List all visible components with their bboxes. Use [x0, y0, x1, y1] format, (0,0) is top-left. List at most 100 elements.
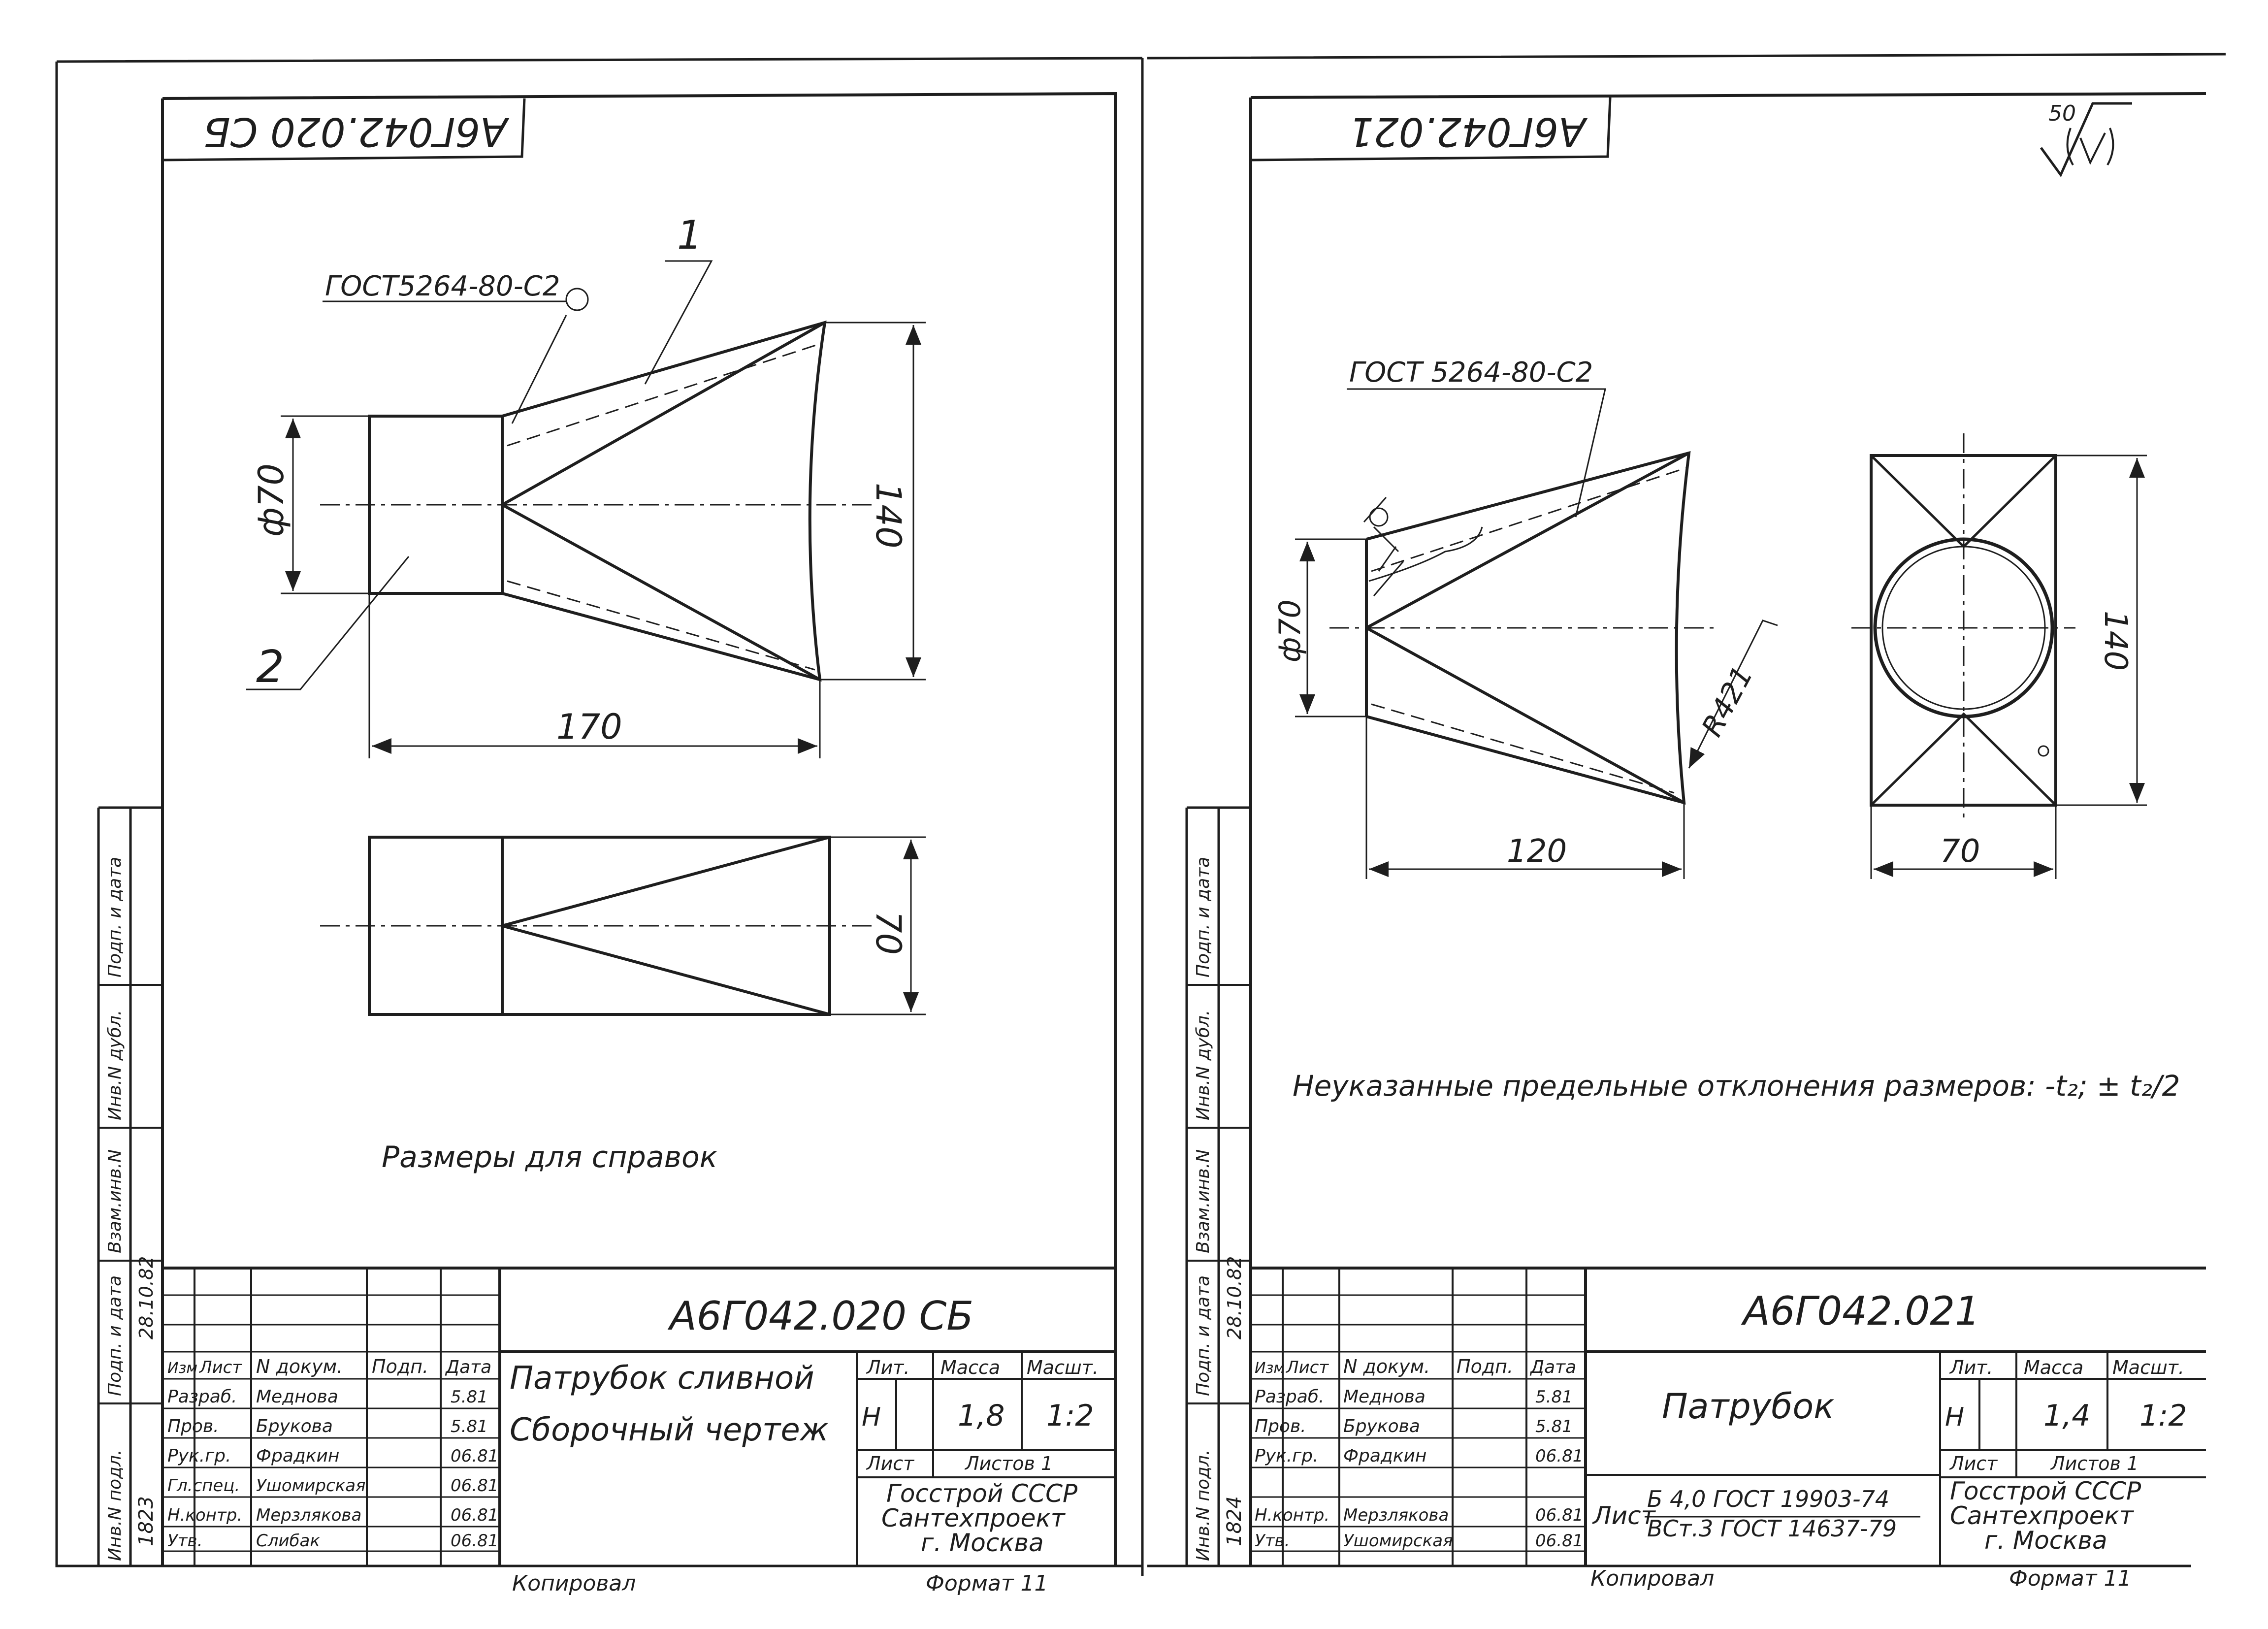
right-code-stamp: [1250, 97, 1612, 162]
right-sheet: А6Г042.021 50 Инв.N подл. Подп. и дата В…: [1147, 53, 2226, 1591]
left-org-2: Сантехпроект: [881, 1504, 1066, 1532]
left-row-date: 06.81: [451, 1476, 498, 1496]
left-dim-length: 170: [556, 707, 622, 747]
left-row-role: Пров.: [167, 1416, 219, 1436]
right-hdr-scale: Масшт.: [2112, 1357, 2184, 1378]
left-col-sign: Подп.: [372, 1356, 428, 1377]
right-weld-note: ГОСТ 5264-80-С2: [1349, 357, 1593, 389]
right-material-label: Лист: [1592, 1501, 1656, 1530]
right-row-role: Пров.: [1255, 1416, 1306, 1436]
right-code-top: А6Г042.021: [1349, 109, 1588, 155]
left-row-date: 5.81: [451, 1387, 488, 1407]
left-main-view: ф70 140 170 ГОСТ5264-80-С2 1 2: [246, 212, 926, 758]
right-org-1: Госстрой СССР: [1950, 1477, 2141, 1505]
left-dim-diameter: ф70: [251, 463, 292, 537]
left-sheet: Лист: [866, 1453, 915, 1474]
left-weld-note: ГОСТ5264-80-С2: [325, 270, 560, 302]
left-row-date: 06.81: [451, 1446, 498, 1466]
left-leader-2: 2: [256, 641, 284, 693]
left-row-role: Разраб.: [167, 1387, 237, 1407]
left-code-top: А6Г042.020 СБ: [203, 109, 510, 155]
left-row-name: Ушомирская: [256, 1476, 365, 1496]
right-inner-frame: [1249, 92, 2206, 1566]
left-col-list: Лист: [198, 1358, 242, 1377]
left-row-name: Слибак: [256, 1531, 320, 1551]
left-row-date: 06.81: [451, 1531, 498, 1551]
left-row-name: Фрадкин: [256, 1446, 339, 1466]
right-side-dup-label: Инв.N дубл.: [1193, 1010, 1213, 1120]
left-row-name: Брукова: [256, 1416, 333, 1436]
right-col-sign: Подп.: [1457, 1356, 1513, 1377]
left-row-date: 5.81: [451, 1417, 488, 1436]
left-row-role: Рук.гр.: [167, 1446, 231, 1466]
right-row-role: Разраб.: [1255, 1387, 1324, 1407]
right-title-code: А6Г042.021: [1741, 1288, 1980, 1334]
right-scale: 1:2: [2139, 1399, 2187, 1433]
right-lit-value: Н: [1945, 1402, 1964, 1432]
right-title-name: Патрубок: [1662, 1386, 1834, 1427]
left-hdr-scale: Масшт.: [1027, 1357, 1099, 1378]
right-row-name: Ушомирская: [1343, 1531, 1453, 1551]
left-side-dup-label: Инв.N дубл.: [105, 1010, 125, 1120]
left-side-strip: Инв.N подл. Подп. и дата Взам.инв.N Инв.…: [97, 806, 162, 1566]
right-mass: 1,4: [2043, 1399, 2090, 1433]
left-side-sign2-label: Подп. и дата: [105, 857, 125, 977]
right-row-date: 5.81: [1535, 1417, 1573, 1436]
right-col-izm: Изм: [1255, 1360, 1285, 1377]
right-main-view: ГОСТ 5264-80-С2 ф70 R421 120: [1273, 357, 1778, 879]
right-dim-diameter: ф70: [1273, 599, 1307, 662]
left-row-role: Утв.: [167, 1531, 202, 1551]
left-reference-note: Размеры для справок: [382, 1140, 717, 1174]
right-sheet: Лист: [1949, 1453, 1998, 1474]
right-tolerance-note: Неуказанные предельные отклонения размер…: [1293, 1069, 2180, 1103]
left-side-inv-label: Инв.N подл.: [105, 1450, 125, 1561]
left-side-inv-number: 1823: [135, 1496, 158, 1546]
right-side-sign2-label: Подп. и дата: [1193, 857, 1213, 977]
left-leader-1: 1: [677, 212, 702, 258]
right-side-inv-label: Инв.N подл.: [1193, 1450, 1213, 1561]
right-row-name: Брукова: [1343, 1416, 1420, 1436]
left-hdr-mass: Масса: [940, 1357, 1000, 1378]
right-dim-height: 140: [2097, 611, 2134, 671]
right-row-date: 06.81: [1535, 1531, 1583, 1551]
left-hdr-lit: Лит.: [866, 1357, 910, 1378]
left-title-name-2: Сборочный чертеж: [510, 1412, 829, 1448]
left-title-rows: Разраб. Меднова 5.81 Пров. Брукова 5.81 …: [167, 1387, 498, 1551]
left-format: Формат 11: [926, 1571, 1048, 1596]
right-side-inv-number: 1824: [1223, 1496, 1246, 1546]
left-row-role: Н.контр.: [167, 1505, 242, 1525]
roughness-value: 50: [2048, 101, 2076, 126]
left-sheets: Листов 1: [964, 1453, 1053, 1474]
left-copied: Копировал: [512, 1571, 636, 1596]
right-org-3: г. Москва: [1984, 1526, 2107, 1555]
left-title-block: Изм Лист N докум. Подп. Дата Разраб. Мед…: [162, 1267, 1115, 1566]
left-lit-value: Н: [862, 1402, 881, 1432]
right-hdr-mass: Масса: [2024, 1357, 2083, 1378]
right-material-2: ВСт.3 ГОСТ 14637-79: [1647, 1515, 1897, 1542]
roughness-symbol: 50: [2040, 101, 2132, 177]
right-dim-width: 70: [1940, 833, 1980, 870]
right-material-1: Б 4,0 ГОСТ 19903-74: [1647, 1486, 1889, 1512]
right-col-list: Лист: [1285, 1358, 1329, 1377]
right-dim-radius: R421: [1695, 660, 1759, 742]
right-side-date: 28.10.82: [1224, 1256, 1245, 1339]
left-side-replace-label: Взам.инв.N: [105, 1149, 125, 1253]
left-outer-border: [55, 57, 1144, 1576]
right-org-2: Сантехпроект: [1950, 1501, 2135, 1530]
right-row-name: Фрадкин: [1343, 1446, 1426, 1466]
right-row-role: Н.контр.: [1255, 1505, 1329, 1525]
right-dim-length: 120: [1507, 833, 1567, 870]
left-title-name-1: Патрубок сливной: [510, 1360, 814, 1397]
right-row-name: Меднова: [1343, 1387, 1426, 1407]
right-copied: Копировал: [1590, 1566, 1714, 1591]
right-row-date: 06.81: [1535, 1505, 1583, 1525]
left-org-1: Госстрой СССР: [886, 1479, 1078, 1508]
left-col-izm: Изм: [167, 1360, 197, 1377]
left-row-date: 06.81: [451, 1505, 498, 1525]
right-row-role: Рук.гр.: [1255, 1446, 1318, 1466]
left-code-stamp: [162, 98, 526, 162]
right-side-replace-label: Взам.инв.N: [1193, 1149, 1213, 1253]
right-row-name: Мерзлякова: [1343, 1505, 1449, 1525]
right-outer-border: [1147, 53, 2226, 1567]
right-side-sign-label: Подп. и дата: [1193, 1275, 1213, 1396]
